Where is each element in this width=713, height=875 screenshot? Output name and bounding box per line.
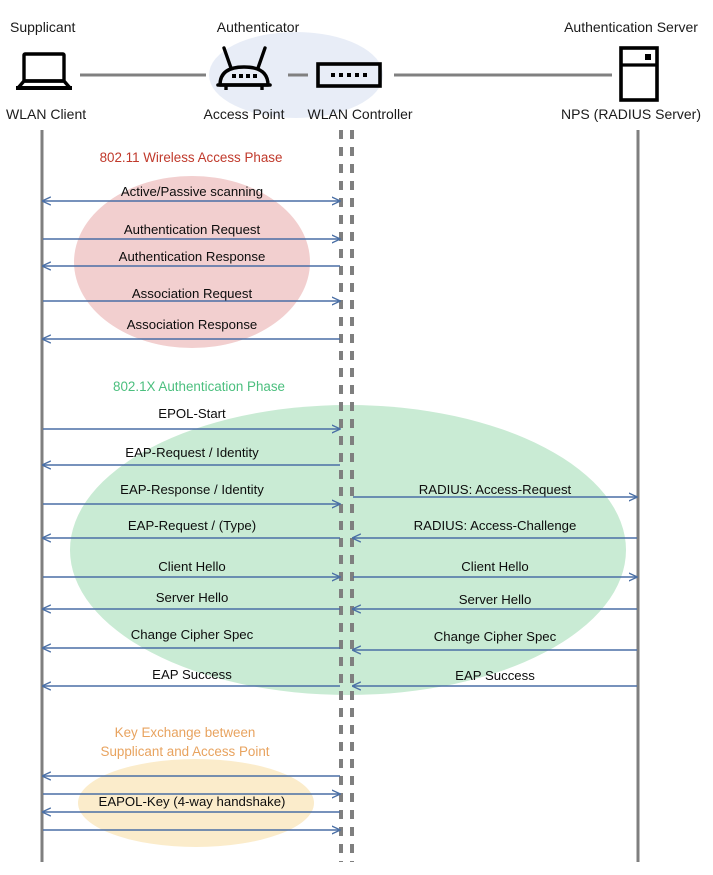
phase-label-phase-8021x: 802.1X Authentication Phase (113, 377, 285, 396)
phase-8021x-ellipse (70, 405, 626, 695)
actor-role-authenticator: Authenticator (216, 19, 300, 35)
message-label: Server Hello (458, 592, 532, 607)
message-arrows-right (353, 497, 637, 686)
message-label: EPOL-Start (158, 406, 226, 421)
actor-device-wlan-controller: WLAN Controller (307, 106, 413, 122)
message-label: Authentication Response (118, 249, 266, 264)
message-label: Association Response (126, 317, 258, 332)
actor-device-access-point: Access Point (203, 106, 285, 122)
phase-key-ellipse (78, 759, 314, 847)
message-label: Client Hello (461, 559, 529, 574)
message-label: Association Request (131, 286, 253, 301)
message-label: EAPOL-Key (4-way handshake) (98, 794, 286, 809)
phase-ellipses (70, 176, 626, 847)
message-label: Change Cipher Spec (433, 629, 557, 644)
wireless-router-icon (216, 46, 272, 90)
message-arrows-left (43, 201, 340, 830)
phase-label-line: Supplicant and Access Point (100, 744, 270, 759)
message-label: Server Hello (155, 590, 229, 605)
phase-label-line: 802.11 Wireless Access Phase (99, 150, 283, 165)
message-label: EAP Success (152, 667, 232, 682)
message-label: Client Hello (158, 559, 226, 574)
actor-role-supplicant: Supplicant (10, 19, 76, 35)
actor-device-supplicant: WLAN Client (6, 106, 87, 122)
message-label: Active/Passive scanning (120, 184, 264, 199)
phase-label-line: Key Exchange between (114, 725, 256, 740)
message-label: Authentication Request (123, 222, 261, 237)
message-label: EAP-Request / Identity (125, 445, 259, 460)
laptop-icon (16, 52, 72, 90)
server-rack-icon (619, 46, 659, 102)
phase-label-line: 802.1X Authentication Phase (113, 379, 285, 394)
phase-label-phase-80211: 802.11 Wireless Access Phase (100, 148, 283, 167)
phase-80211-ellipse (74, 176, 310, 348)
message-label: EAP-Response / Identity (120, 482, 264, 497)
message-label: Change Cipher Spec (130, 627, 254, 642)
actor-role-auth-server: Authentication Server (564, 19, 698, 35)
message-label: EAP Success (455, 668, 535, 683)
network-controller-icon (316, 62, 382, 88)
message-label: RADIUS: Access-Challenge (413, 518, 577, 533)
lifelines (40, 130, 640, 862)
message-label: RADIUS: Access-Request (418, 482, 572, 497)
message-label: EAP-Request / (Type) (127, 518, 257, 533)
actor-device-auth-server: NPS (RADIUS Server) (560, 106, 702, 122)
